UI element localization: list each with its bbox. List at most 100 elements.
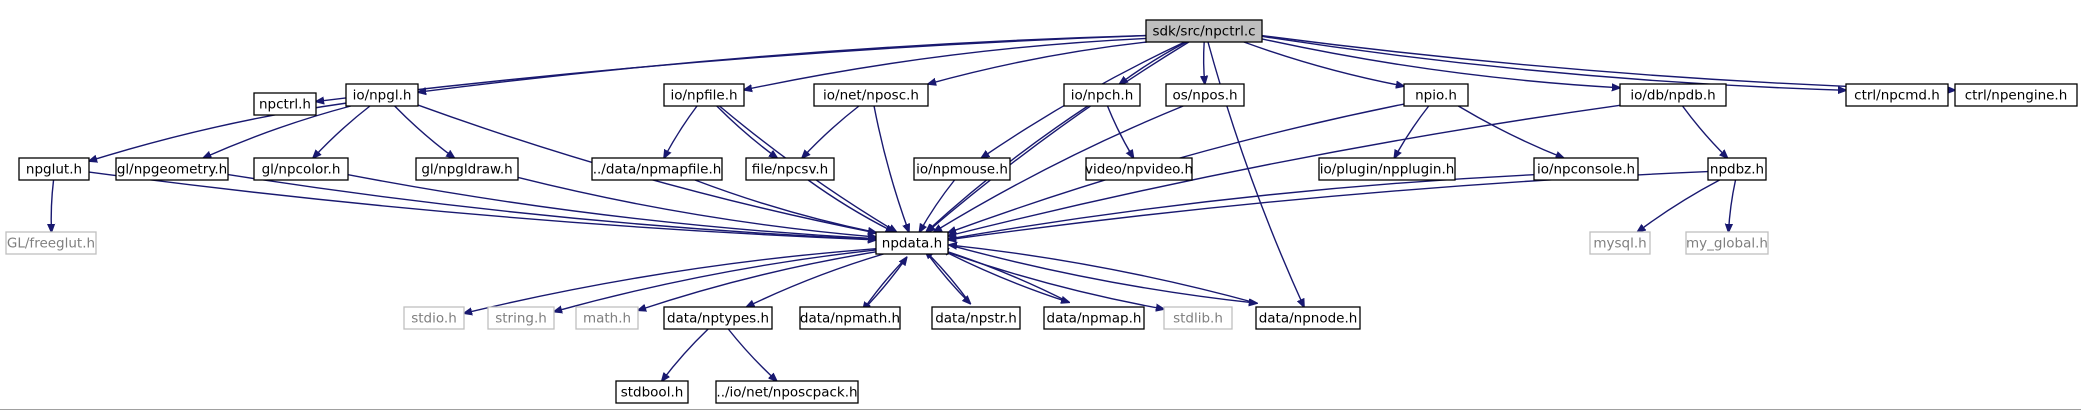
- node-npdata[interactable]: npdata.h: [875, 231, 949, 255]
- node-data-npnode[interactable]: data/npnode.h: [1255, 306, 1361, 330]
- node-file-npcsv[interactable]: file/npcsv.h: [745, 157, 835, 181]
- node-label: math.h: [583, 311, 631, 327]
- node-box: [415, 157, 519, 181]
- node-box: [1533, 157, 1639, 181]
- edge-root-to-os_npos: [1204, 41, 1205, 84]
- edge-os_npos-to-npdata: [934, 105, 1184, 232]
- node-gl-npgeometry[interactable]: gl/npgeometry.h: [115, 157, 229, 181]
- edge-root-to-io_npgl: [418, 34, 1147, 93]
- node-label: io/npgl.h: [353, 88, 412, 104]
- node-os-npos[interactable]: os/npos.h: [1165, 83, 1245, 107]
- node-label: gl/npgldraw.h: [421, 162, 512, 178]
- edge-npdata-to-string: [554, 249, 877, 312]
- node-label: stdlib.h: [1173, 311, 1223, 327]
- node-stdio: stdio.h: [403, 306, 465, 330]
- node-label: GL/freeglut.h: [7, 236, 95, 252]
- node-io-npch[interactable]: io/npch.h: [1063, 83, 1141, 107]
- node-data-nptypes[interactable]: data/nptypes.h: [663, 306, 773, 330]
- edge-gl_npgldraw-to-npdata: [517, 176, 876, 237]
- edge-io_npgl-to-gl_npcolor: [313, 105, 371, 158]
- edge-data_nptypes-to-io_net_nposcpack: [727, 328, 776, 381]
- node-io-npgl[interactable]: io/npgl.h: [345, 83, 419, 107]
- edge-root-to-io_db_npdb: [1261, 38, 1620, 88]
- node-label: io/npfile.h: [670, 88, 737, 104]
- node-label: io/npmouse.h: [916, 162, 1008, 178]
- node-box: [18, 157, 90, 181]
- node-box: [1589, 231, 1651, 255]
- node-label: ctrl/npengine.h: [1965, 88, 2068, 104]
- node-npdbz[interactable]: npdbz.h: [1707, 157, 1767, 181]
- node-data-npstr[interactable]: data/npstr.h: [931, 306, 1021, 330]
- node-io-npfile[interactable]: io/npfile.h: [663, 83, 745, 107]
- node-box: [663, 306, 773, 330]
- node-my-global: my_global.h: [1685, 231, 1769, 255]
- node-box: [615, 380, 689, 404]
- node-box: [115, 157, 229, 181]
- edge-io_npgl-to-gl_npgeometry: [203, 105, 351, 158]
- edge-gl_npgeometry-to-npdata: [227, 173, 876, 240]
- node-io-npmouse[interactable]: io/npmouse.h: [913, 157, 1011, 181]
- node-io-net-nposcpack[interactable]: ../io/net/nposcpack.h: [715, 380, 859, 404]
- node-io-net-nposc[interactable]: io/net/nposc.h: [813, 83, 929, 107]
- edge-npdata-to-stdlib: [947, 251, 1164, 309]
- node-box: [1145, 19, 1263, 43]
- edge-root-to-data_npnode: [1207, 41, 1304, 307]
- node-box: [253, 92, 317, 116]
- node-ctrl-npcmd[interactable]: ctrl/npcmd.h: [1845, 83, 1949, 107]
- node-label: io/db/npdb.h: [1630, 88, 1715, 104]
- node-data-npmap[interactable]: data/npmap.h: [1043, 306, 1145, 330]
- node-box: [5, 231, 97, 255]
- node-npio[interactable]: npio.h: [1403, 83, 1469, 107]
- node-npglut[interactable]: npglut.h: [18, 157, 90, 181]
- edge-io_npconsole-to-npdata: [948, 174, 1535, 239]
- edge-data_npmapfile-to-npdata: [694, 179, 876, 233]
- node-box: [1403, 83, 1469, 107]
- node-box: [1685, 231, 1769, 255]
- edge-npdata-to-math: [638, 251, 877, 311]
- node-box: [1085, 157, 1193, 181]
- edge-io_net_nposc-to-npdata: [873, 105, 909, 232]
- node-label: stdbool.h: [621, 385, 684, 401]
- edge-root-to-npio: [1243, 41, 1404, 86]
- node-label: my_global.h: [1686, 236, 1768, 252]
- node-label: ../io/net/nposcpack.h: [716, 385, 857, 401]
- node-box: [1063, 83, 1141, 107]
- edge-io_db_npdb-to-npdata: [948, 104, 1621, 236]
- node-label: video/npvideo.h: [1085, 162, 1193, 178]
- edge-data_npnode-to-npdata: [949, 245, 1258, 304]
- edge-npdbz-to-mysql: [1637, 179, 1720, 232]
- node-label: data/npstr.h: [935, 311, 1017, 327]
- node-gl-npgldraw[interactable]: gl/npgldraw.h: [415, 157, 519, 181]
- node-box: [1318, 157, 1456, 181]
- node-box: [1619, 83, 1727, 107]
- node-box: [345, 83, 419, 107]
- node-box: [715, 380, 859, 404]
- edge-npdbz-to-my_global: [1728, 179, 1737, 232]
- node-label: io/plugin/npplugin.h: [1320, 162, 1455, 178]
- node-label: mysql.h: [1593, 236, 1646, 252]
- node-box: [875, 231, 949, 255]
- node-io-db-npdb[interactable]: io/db/npdb.h: [1619, 83, 1727, 107]
- edge-npio-to-io_npconsole: [1457, 105, 1563, 158]
- node-io-npconsole[interactable]: io/npconsole.h: [1533, 157, 1639, 181]
- node-gl-freeglut: GL/freeglut.h: [5, 231, 97, 255]
- node-video-npvideo[interactable]: video/npvideo.h: [1085, 157, 1193, 181]
- node-label: string.h: [495, 311, 547, 327]
- node-data-npmapfile[interactable]: ../data/npmapfile.h: [591, 157, 723, 181]
- edge-npglut-to-npdata: [88, 171, 876, 240]
- edge-data_npmap-to-npdata: [941, 249, 1070, 304]
- node-data-npmath[interactable]: data/npmath.h: [799, 306, 901, 330]
- node-npctrl-h[interactable]: npctrl.h: [253, 92, 317, 116]
- node-box: [1707, 157, 1767, 181]
- node-ctrl-npengine[interactable]: ctrl/npengine.h: [1954, 83, 2078, 107]
- node-gl-npcolor[interactable]: gl/npcolor.h: [253, 157, 349, 181]
- edge-root-to-npdata: [927, 41, 1190, 232]
- node-box: [745, 157, 835, 181]
- node-stdbool[interactable]: stdbool.h: [615, 380, 689, 404]
- edge-io_net_nposc-to-file_npcsv: [802, 105, 860, 158]
- edge-npdata-to-data_npmap: [940, 248, 1070, 302]
- node-io-plugin-npplugin[interactable]: io/plugin/npplugin.h: [1318, 157, 1456, 181]
- node-label: data/npnode.h: [1259, 311, 1358, 327]
- node-label: io/npconsole.h: [1537, 162, 1635, 178]
